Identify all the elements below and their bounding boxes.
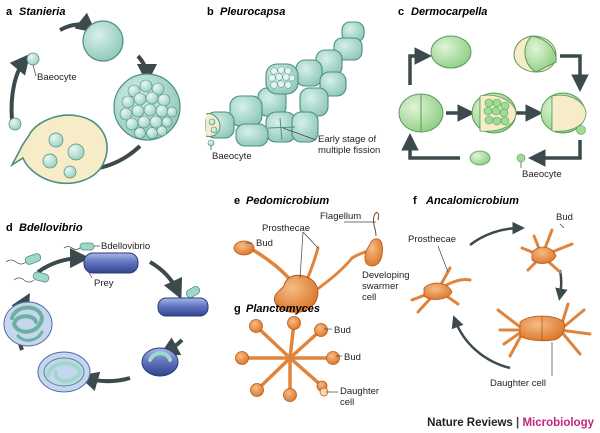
free-bdellovibrio (5, 242, 95, 283)
cycle-arrow (555, 269, 568, 301)
journal-name: Nature Reviews (427, 417, 513, 429)
label-bdellovibrio: Bdellovibrio (101, 241, 150, 252)
panel-e: e Pedomicrobium Flagellum Prosthecae Bud… (233, 195, 410, 313)
panel-f: f Ancalomicrobium (408, 195, 592, 389)
panel-d-title: Bdellovibrio (19, 222, 83, 234)
leader-line (299, 231, 304, 279)
label-bud-1: Bud (334, 325, 351, 336)
leader-line (87, 270, 93, 279)
cell-empty-sac (513, 35, 557, 73)
cycle-arrow (560, 54, 589, 92)
label-daughter-line2: cell (340, 397, 354, 408)
cell-growing (430, 35, 472, 69)
baeocyte-cell (26, 52, 40, 66)
label-prosthecae: Prosthecae (262, 223, 310, 234)
panel-g-letter: g (234, 303, 241, 315)
panel-d: d Bdellovibrio Bdellovibrio Prey (3, 222, 209, 393)
label-early-stage-line1: Early stage of (318, 134, 376, 145)
cell-divided (398, 93, 444, 133)
cycle-arrow (148, 260, 183, 300)
baeocyte-cell (516, 153, 526, 163)
cycle-arrow (408, 47, 432, 85)
pedomicrobium-cell (233, 212, 383, 313)
growing-cell (82, 20, 124, 62)
released-baeocytes (205, 113, 221, 147)
cell-releasing (540, 92, 587, 135)
cycle-arrow (78, 371, 131, 391)
panel-c: c Dermocarpella (398, 6, 589, 180)
prey-attachment (83, 252, 139, 274)
panel-g-title: Planctomyces (246, 303, 320, 315)
panel-g: g Planctomyces (234, 303, 379, 408)
leader-line (32, 64, 37, 77)
label-baeocyte: Baeocyte (522, 169, 562, 180)
bdelloplast-stage (141, 347, 179, 377)
filament-cells (205, 21, 365, 147)
panel-e-title: Pedomicrobium (246, 195, 329, 207)
ancalomicrobium-cell-1 (410, 266, 472, 314)
svg-text:Nature Reviews | Microbiology: Nature Reviews | Microbiology (427, 417, 594, 429)
label-daughter-cell: Daughter cell (490, 378, 546, 389)
label-bud-2: Bud (344, 352, 361, 363)
penetration-stage (157, 286, 209, 317)
cell-dividing (471, 92, 517, 134)
ruptured-cell (9, 114, 108, 184)
cycle-arrow (528, 140, 582, 167)
panel-d-letter: d (6, 222, 13, 234)
leader-line (437, 245, 449, 273)
cycle-arrow (401, 133, 460, 160)
label-early-stage-line2: multiple fission (318, 145, 380, 156)
label-developing-line1: Developing (362, 270, 410, 281)
panel-a-letter: a (6, 6, 13, 18)
rosette (235, 316, 340, 402)
panel-a-title: Stanieria (19, 6, 65, 18)
cycle-arrow (36, 248, 90, 274)
fission-cell (265, 63, 299, 95)
label-daughter-line1: Daughter (340, 386, 379, 397)
label-flagellum: Flagellum (320, 211, 361, 222)
journal-separator: | (513, 417, 523, 429)
label-developing-line2: swarmer (362, 281, 398, 292)
leader-line (282, 127, 317, 141)
leader-line (302, 231, 319, 249)
label-baeocyte: Baeocyte (37, 72, 77, 83)
journal-section: Microbiology (522, 417, 594, 429)
label-prey: Prey (94, 278, 114, 289)
label-prosthecae: Prosthecae (408, 234, 456, 245)
panel-e-letter: e (234, 195, 240, 207)
journal-credit: Nature Reviews | Microbiology (427, 417, 594, 429)
label-bud: Bud (256, 238, 273, 249)
label-bud: Bud (556, 212, 573, 223)
panel-f-title: Ancalomicrobium (425, 195, 519, 207)
ancalomicrobium-cell-budding (520, 228, 574, 274)
leader-line (559, 223, 565, 229)
cycle-arrow (451, 315, 511, 370)
early-fission-cell (267, 117, 296, 141)
label-developing-line3: cell (362, 292, 376, 303)
panel-b-letter: b (207, 6, 214, 18)
young-cell (469, 150, 491, 166)
baeocyte-cell (8, 117, 22, 131)
ancalomicrobium-dividing (496, 302, 592, 358)
multiple-fission-cell (113, 73, 181, 141)
panel-c-title: Dermocarpella (411, 6, 487, 18)
septation-stage (3, 301, 53, 347)
cycle-arrow (469, 221, 525, 246)
cycle-arrow (59, 12, 97, 33)
label-baeocyte: Baeocyte (212, 151, 252, 162)
cycle-arrow (136, 54, 157, 84)
panel-b: b Pleurocapsa (205, 6, 380, 162)
panel-a: a Stanieria Baeocyte (6, 6, 181, 184)
panel-f-letter: f (413, 195, 417, 207)
cycle-arrow (9, 53, 31, 121)
panel-c-letter: c (398, 6, 404, 18)
growth-stage (37, 351, 91, 393)
panel-b-title: Pleurocapsa (220, 6, 285, 18)
